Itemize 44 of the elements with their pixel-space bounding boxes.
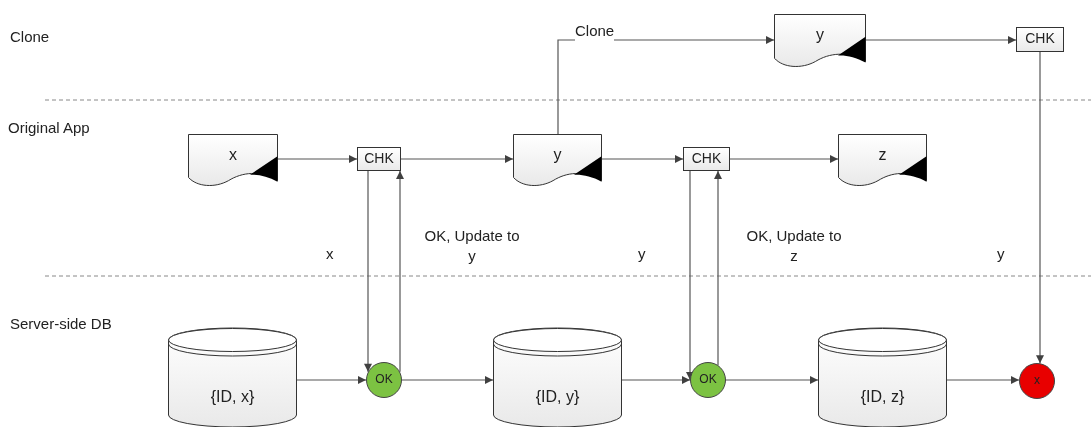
node-label: CHK — [690, 150, 723, 167]
document-shape — [838, 134, 927, 187]
node-label: {ID, x} — [209, 387, 256, 407]
database-cylinder — [168, 328, 297, 427]
arrow — [946, 376, 1020, 384]
node-label: CHK — [1024, 30, 1056, 47]
lane-label: Original App — [8, 119, 90, 136]
arrow — [621, 376, 691, 384]
node-label: CHK — [363, 150, 395, 167]
document-shape — [188, 134, 278, 187]
lane-label: Clone — [10, 28, 50, 45]
check-box — [683, 147, 730, 171]
arrow — [725, 376, 819, 384]
arrow — [401, 376, 494, 384]
node-label: z — [877, 144, 888, 164]
arrow — [714, 170, 722, 366]
arrow — [400, 155, 514, 163]
document-shape — [513, 134, 602, 187]
node-label: {ID, y} — [534, 387, 581, 407]
status-circle — [1019, 363, 1055, 399]
node-label: x — [1033, 373, 1041, 388]
arrow — [277, 155, 358, 163]
check-box — [1016, 27, 1064, 52]
database-cylinder — [493, 328, 622, 427]
arrow — [364, 170, 372, 373]
arrow — [601, 155, 684, 163]
arrow — [686, 170, 694, 381]
check-box — [357, 147, 401, 171]
node-label: OK — [698, 372, 718, 387]
status-circle — [690, 362, 726, 398]
node-label: OK — [374, 372, 394, 387]
node-label: y — [815, 24, 825, 44]
node-label: y — [552, 144, 563, 164]
database-cylinder — [818, 328, 947, 427]
lane-label: Server-side DB — [10, 315, 112, 332]
node-label: x — [228, 144, 238, 164]
status-circle — [366, 362, 402, 398]
arrow — [729, 155, 839, 163]
arrow — [1036, 51, 1044, 364]
node-label: {ID, z} — [859, 387, 906, 407]
arrow — [865, 36, 1017, 44]
arrow — [396, 170, 404, 373]
arrow — [296, 376, 367, 384]
document-shape — [774, 14, 866, 68]
